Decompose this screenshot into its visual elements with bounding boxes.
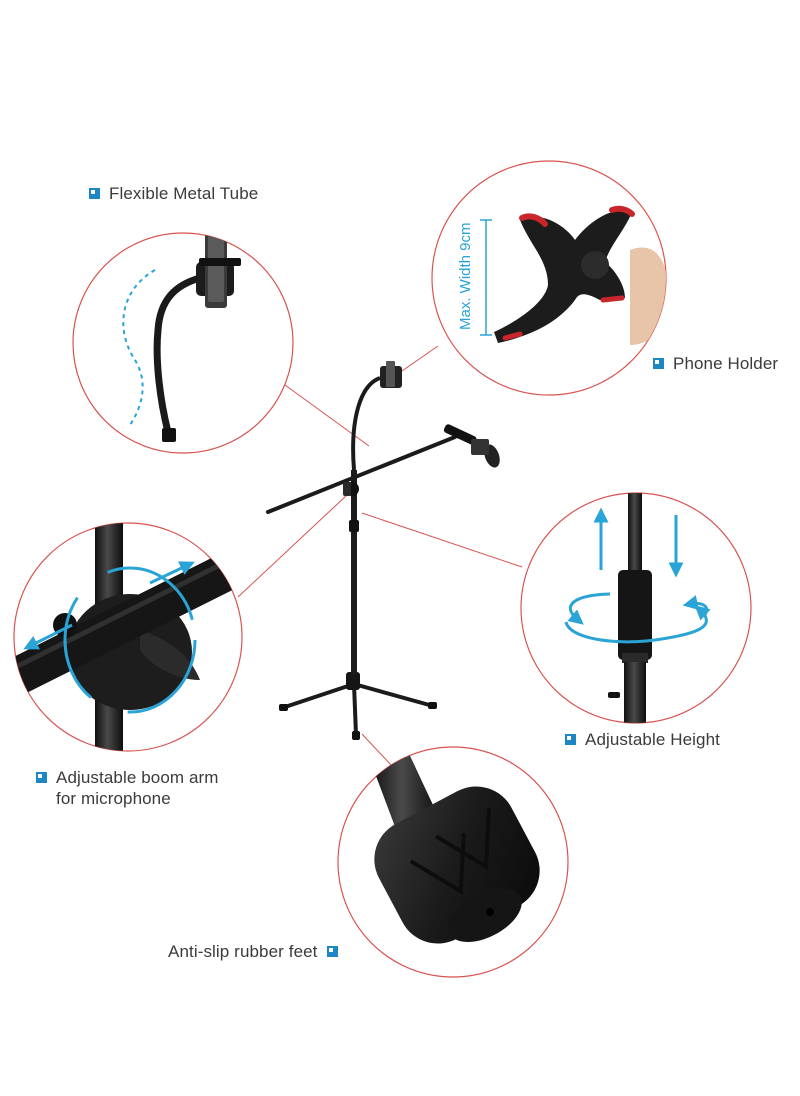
callout-rubber-feet bbox=[337, 746, 569, 978]
label-text: Flexible Metal Tube bbox=[109, 184, 259, 203]
label-phone-holder: Phone Holder bbox=[653, 353, 778, 374]
square-bullet-icon bbox=[36, 772, 47, 783]
microphone-stand bbox=[266, 361, 500, 740]
callout-phone-holder: Max. Width 9cm bbox=[431, 160, 667, 396]
label-text: Phone Holder bbox=[673, 354, 779, 373]
callout-boom-arm bbox=[13, 522, 243, 752]
callout-connectors bbox=[237, 345, 523, 767]
label-adjustable-boom-arm: Adjustable boom arm for microphone bbox=[36, 767, 219, 809]
callout-adjustable-height bbox=[520, 492, 752, 724]
label-text: Anti-slip rubber feet bbox=[168, 942, 318, 961]
square-bullet-icon bbox=[653, 358, 664, 369]
square-bullet-icon bbox=[565, 734, 576, 745]
square-bullet-icon bbox=[326, 946, 338, 957]
label-adjustable-height: Adjustable Height bbox=[565, 729, 720, 750]
max-width-dimension: Max. Width 9cm bbox=[457, 222, 474, 330]
label-text: Adjustable Height bbox=[585, 730, 720, 749]
label-anti-slip-rubber-feet: Anti-slip rubber feet bbox=[168, 941, 338, 962]
label-text: Adjustable boom arm for microphone bbox=[56, 768, 219, 808]
label-flexible-metal-tube: Flexible Metal Tube bbox=[89, 183, 258, 204]
callout-flexible-tube bbox=[72, 232, 294, 454]
square-bullet-icon bbox=[89, 188, 100, 199]
